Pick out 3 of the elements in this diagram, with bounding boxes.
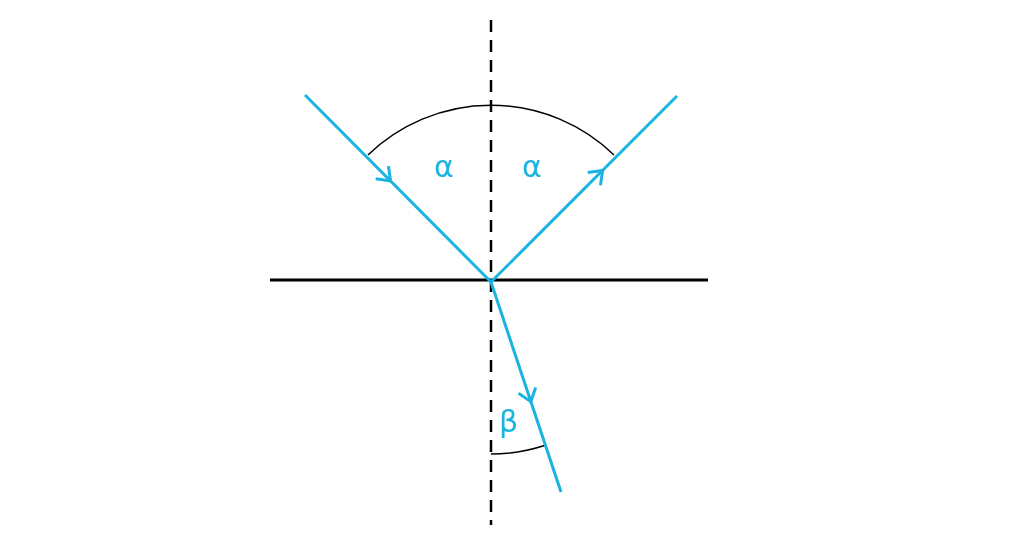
angle-label: α	[522, 150, 542, 184]
angle-label: α	[434, 150, 454, 184]
angle-label: β	[499, 405, 519, 439]
